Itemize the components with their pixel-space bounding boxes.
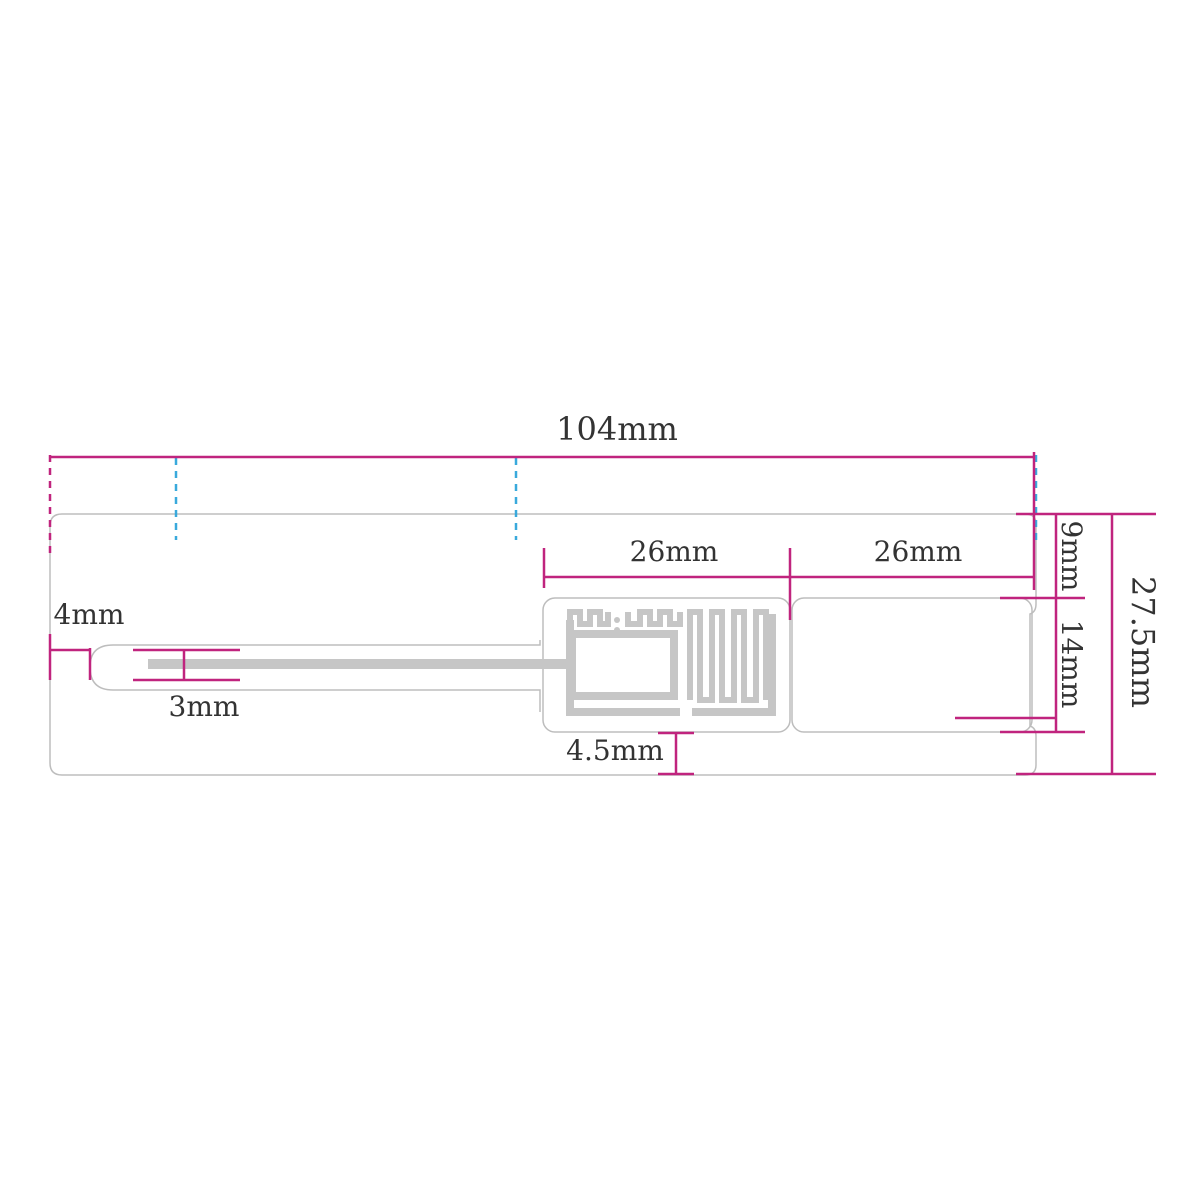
label-total-length: 104mm xyxy=(556,410,678,448)
label-total-height: 27.5mm xyxy=(1124,576,1162,708)
right-section xyxy=(791,597,1033,733)
dim-left-margin: 4mm xyxy=(48,598,125,680)
dim-bottom-margin: 4.5mm xyxy=(566,731,694,776)
dim-right-side xyxy=(955,512,1156,776)
rfid-antenna xyxy=(566,609,776,716)
dim-sections: 26mm 26mm xyxy=(542,535,1034,620)
dim-total-length: 104mm xyxy=(50,410,1036,590)
dim-strap-width: 3mm xyxy=(133,648,240,723)
label-section-left: 26mm xyxy=(630,535,719,568)
label-strap-width: 3mm xyxy=(169,690,240,723)
label-left-margin: 4mm xyxy=(54,598,125,631)
label-section-right: 26mm xyxy=(874,535,963,568)
label-top-margin: 9mm xyxy=(1055,521,1088,592)
label-tag-height: 14mm xyxy=(1055,620,1088,709)
label-bottom-margin: 4.5mm xyxy=(566,734,664,767)
